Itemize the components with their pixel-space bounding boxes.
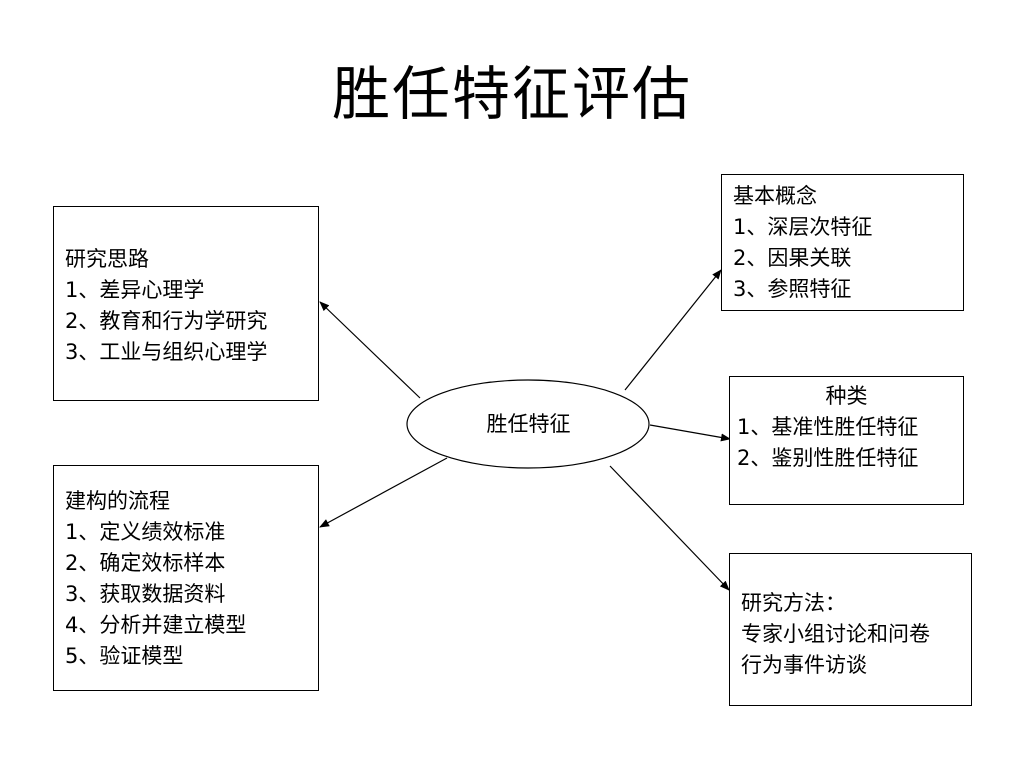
construction-heading: 建构的流程: [65, 489, 170, 513]
types-box: 种类 1、基准性胜任特征 2、鉴别性胜任特征: [729, 376, 964, 505]
basic-concept-heading: 基本概念: [733, 184, 817, 208]
methods-box: 研究方法： 专家小组讨论和问卷 行为事件访谈: [729, 553, 972, 706]
types-item: 2、鉴别性胜任特征: [737, 446, 919, 470]
methods-heading: 研究方法：: [741, 591, 846, 615]
research-idea-box: 研究思路 1、差异心理学 2、教育和行为学研究 3、工业与组织心理学: [53, 206, 319, 401]
types-item: 1、基准性胜任特征: [737, 415, 919, 439]
construction-process-box: 建构的流程 1、定义绩效标准 2、确定效标样本 3、获取数据资料 4、分析并建立…: [53, 465, 319, 691]
construction-item: 2、确定效标样本: [65, 551, 226, 575]
methods-item: 行为事件访谈: [741, 653, 867, 677]
arrow-to-types: [649, 424, 731, 442]
research-idea-heading: 研究思路: [65, 247, 149, 271]
construction-item: 4、分析并建立模型: [65, 613, 247, 637]
basic-concept-item: 2、因果关联: [733, 246, 852, 270]
research-idea-item: 2、教育和行为学研究: [65, 309, 268, 333]
center-ellipse: [406, 379, 650, 469]
construction-item: 5、验证模型: [65, 644, 184, 668]
basic-concept-item: 1、深层次特征: [733, 215, 873, 239]
arrow-to-research-idea: [319, 301, 421, 399]
arrow-to-construction: [319, 457, 448, 528]
arrow-to-methods: [609, 465, 730, 591]
construction-item: 3、获取数据资料: [65, 582, 226, 606]
research-idea-item: 3、工业与组织心理学: [65, 340, 268, 364]
center-label: 胜任特征: [486, 412, 571, 436]
construction-item: 1、定义绩效标准: [65, 520, 226, 544]
slide-title: 胜任特征评估: [331, 60, 692, 128]
basic-concept-box: 基本概念 1、深层次特征 2、因果关联 3、参照特征: [721, 174, 964, 311]
arrow-to-basic-concept: [624, 269, 722, 391]
research-idea-item: 1、差异心理学: [65, 278, 205, 302]
types-heading: 种类: [825, 384, 868, 408]
methods-item: 专家小组讨论和问卷: [741, 622, 930, 646]
basic-concept-item: 3、参照特征: [733, 277, 852, 301]
